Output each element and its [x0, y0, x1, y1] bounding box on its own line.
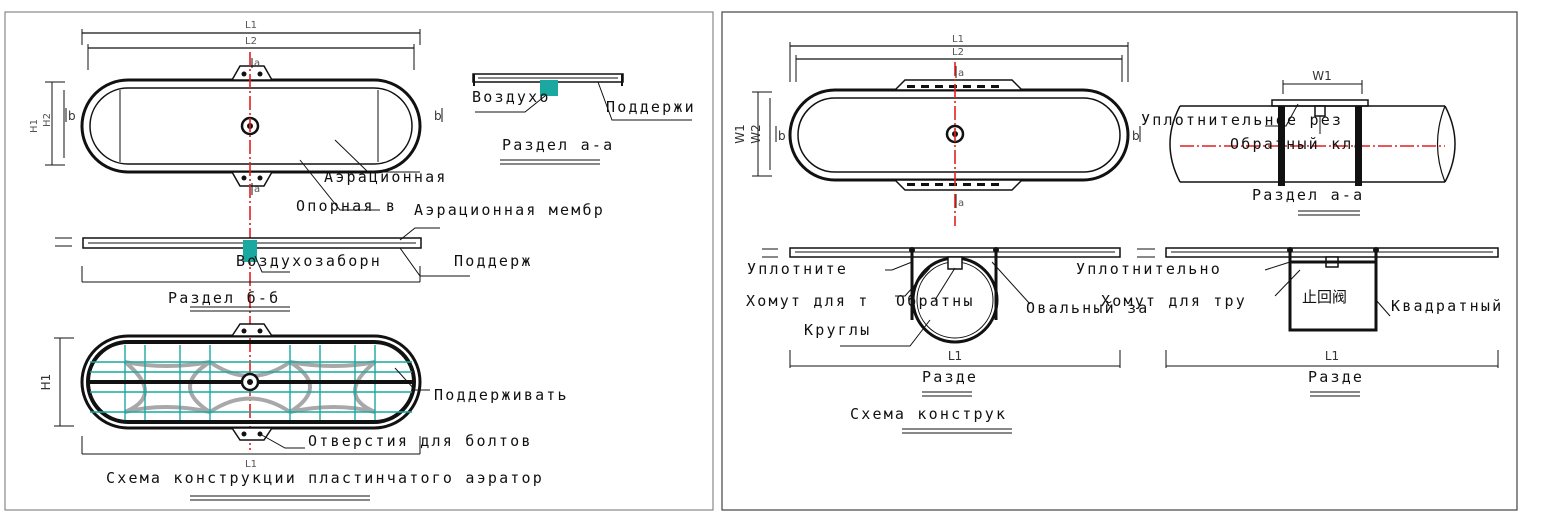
label-seal-right: Уплотнительно: [1076, 260, 1222, 278]
section-mark-a-right: a: [958, 68, 964, 79]
label-oval: Овальный за: [1026, 299, 1150, 317]
dim-w2: W2: [749, 124, 763, 144]
label-support-bottom: Поддерживать: [434, 386, 569, 404]
label-support-mid: Поддерж: [454, 252, 533, 270]
dim-h2: H2: [42, 113, 53, 127]
label-air-intake-mid: Воздухозаборн: [236, 252, 382, 270]
label-clamp-left: Хомут для т: [746, 292, 870, 310]
right-section-square: L1: [1137, 247, 1499, 397]
dim-h1-bottom: H1: [39, 374, 53, 391]
left-section-bb-view: [55, 227, 470, 312]
label-support-plate: Опорная в: [296, 197, 397, 215]
dim-l2-right: L2: [952, 47, 964, 58]
label-square: Квадратный: [1391, 297, 1503, 315]
section-mark-b-right-right: b: [1132, 129, 1140, 143]
air-intake-pipe: [540, 80, 558, 96]
label-check-left: Обратны: [896, 292, 975, 310]
dim-h1: H1: [29, 119, 40, 133]
label-aeration: Аэрационная: [324, 168, 448, 186]
label-seal-top: Уплотнительное рез: [1141, 111, 1343, 129]
dim-w1-pipe: W1: [1312, 69, 1332, 83]
section-mark-a-bottom: a: [254, 184, 260, 195]
left-section-aa-view: [472, 73, 692, 165]
label-check-valve-cn: 止回阀: [1302, 288, 1347, 306]
label-seal-left: Уплотните: [747, 260, 848, 278]
right-section-aa-pipe: W1: [1169, 69, 1456, 216]
label-bolt-holes: Отверстия для болтов: [308, 432, 533, 450]
dim-w1: W1: [733, 124, 747, 144]
dim-l1-bottom: L1: [245, 459, 257, 470]
section-mark-a-right-bottom: a: [958, 198, 964, 209]
left-structure-view: H1: [39, 323, 430, 501]
right-section-round: L1: [762, 247, 1121, 434]
right-top-view: L1 L2 W1 W2 a a: [733, 34, 1141, 209]
left-panel-frame: [4, 11, 714, 511]
label-section-aa-right: Раздел а-а: [1252, 186, 1364, 204]
right-diagram-title: Схема конструк: [850, 405, 1007, 423]
dim-l1-right: L1: [952, 34, 964, 45]
section-mark-b-right: b: [434, 109, 442, 123]
section-mark-a: a: [254, 58, 260, 69]
label-aeration-membrane: Аэрационная мембр: [414, 201, 605, 219]
section-mark-b-left: b: [68, 109, 76, 123]
dim-l2: L2: [245, 36, 257, 47]
label-section-aa-left: Раздел а-а: [502, 136, 614, 154]
right-panel-frame: [721, 11, 1518, 511]
label-air-intake-top: Воздухо: [472, 88, 551, 106]
section-mark-b-right-left: b: [778, 129, 786, 143]
dim-l1-square: L1: [1325, 349, 1339, 363]
label-check-valve-top: Обратный кла: [1230, 135, 1365, 153]
dim-l1: L1: [245, 20, 257, 31]
left-diagram-title: Схема конструкции пластинчатого аэратор: [106, 469, 544, 487]
left-top-view: L1 L2 H1 H2 a a b b: [29, 20, 443, 211]
label-section-round: Разде: [922, 368, 978, 386]
label-section-square: Разде: [1308, 368, 1364, 386]
dim-l1-round: L1: [948, 349, 962, 363]
label-round: Круглы: [804, 321, 871, 339]
label-clamp-right: Хомут для тру: [1101, 292, 1247, 310]
label-support-top: Поддержи: [606, 98, 696, 116]
label-section-bb: Раздел б-б: [168, 289, 280, 307]
